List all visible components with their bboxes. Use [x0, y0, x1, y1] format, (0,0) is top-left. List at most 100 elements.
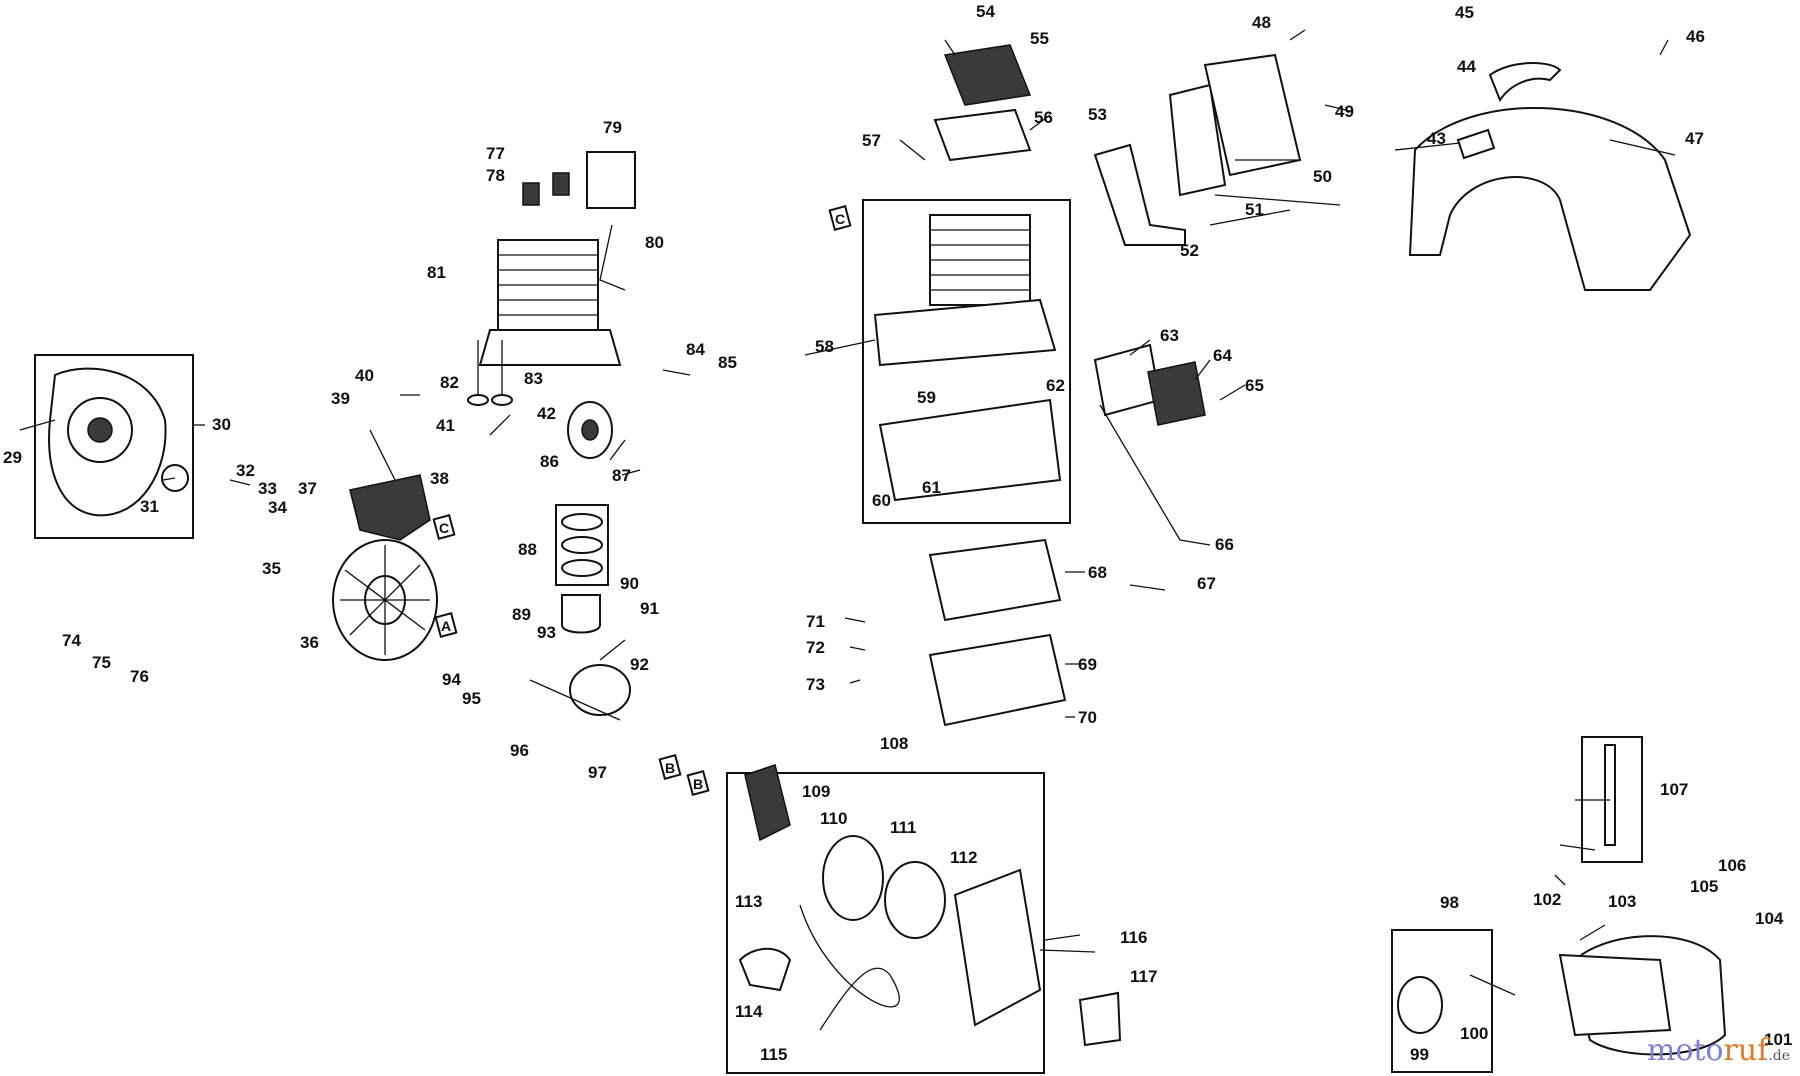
label-75: 75 — [92, 653, 111, 672]
svg-text:C: C — [835, 211, 845, 227]
svg-text:C: C — [439, 520, 449, 536]
cover-handle-44 — [1488, 62, 1562, 103]
label-92: 92 — [630, 655, 649, 674]
label-85: 85 — [718, 353, 737, 372]
label-32: 32 — [236, 461, 255, 480]
site-watermark: motoruf.de — [1647, 1033, 1790, 1068]
rope-115 — [799, 904, 900, 1031]
label-70: 70 — [1078, 708, 1097, 727]
valve-spring-right — [552, 172, 570, 196]
piston-ring-2 — [561, 536, 603, 554]
label-108: 108 — [880, 734, 908, 753]
label-50: 50 — [1313, 167, 1332, 186]
label-37: 37 — [298, 479, 317, 498]
label-83: 83 — [524, 369, 543, 388]
label-96: 96 — [510, 741, 529, 760]
svg-text:A: A — [441, 618, 451, 634]
label-106: 106 — [1718, 856, 1746, 875]
label-66: 66 — [1215, 535, 1234, 554]
label-115: 115 — [760, 1045, 787, 1064]
label-116: 116 — [1120, 928, 1147, 947]
label-63: 63 — [1160, 326, 1179, 345]
label-59: 59 — [917, 388, 936, 407]
valves — [467, 340, 513, 406]
label-43: 43 — [1427, 129, 1446, 148]
label-91: 91 — [640, 599, 659, 618]
label-112: 112 — [950, 848, 977, 867]
label-61: 61 — [922, 478, 941, 497]
valve-spring-left — [522, 182, 540, 206]
label-60: 60 — [872, 491, 891, 510]
label-76: 76 — [130, 667, 149, 686]
label-113: 113 — [735, 892, 762, 911]
label-79: 79 — [603, 118, 622, 137]
ref-letter-b-1: B — [658, 754, 682, 780]
label-58: 58 — [815, 337, 834, 356]
label-68: 68 — [1088, 563, 1107, 582]
piston-ring-1 — [561, 513, 603, 531]
watermark-part-2: ruf — [1723, 1033, 1769, 1068]
crankshaft — [529, 639, 631, 721]
label-114: 114 — [735, 1002, 763, 1021]
ref-letter-a: A — [434, 612, 458, 638]
label-78: 78 — [486, 166, 505, 185]
label-45: 45 — [1455, 3, 1474, 22]
label-89: 89 — [512, 605, 531, 624]
label-82: 82 — [440, 373, 459, 392]
label-40: 40 — [355, 366, 374, 385]
label-71: 71 — [806, 612, 825, 631]
label-48: 48 — [1252, 13, 1271, 32]
label-90: 90 — [620, 574, 639, 593]
flywheel — [332, 539, 438, 661]
label-98: 98 — [1440, 893, 1459, 912]
label-49: 49 — [1335, 102, 1354, 121]
label-62: 62 — [1046, 376, 1065, 395]
crankcase-upper — [873, 214, 1057, 367]
label-29: 29 — [3, 448, 22, 467]
label-44: 44 — [1457, 57, 1476, 76]
label-31: 31 — [140, 497, 159, 516]
label-33: 33 — [258, 479, 277, 498]
label-38: 38 — [430, 469, 449, 488]
label-53: 53 — [1088, 105, 1107, 124]
label-80: 80 — [645, 233, 664, 252]
label-105: 105 — [1690, 877, 1718, 896]
label-86: 86 — [540, 452, 559, 471]
tank-neck — [1558, 953, 1672, 1037]
label-109: 109 — [802, 782, 830, 801]
label-95: 95 — [462, 689, 481, 708]
label-87: 87 — [612, 466, 631, 485]
label-110: 110 — [820, 809, 847, 828]
starter-housing — [953, 868, 1042, 1027]
label-88: 88 — [518, 540, 537, 559]
handle-114 — [738, 947, 792, 992]
plate-64 — [1147, 361, 1206, 426]
fuel-cap-99 — [1397, 976, 1443, 1034]
label-73: 73 — [806, 675, 825, 694]
label-52: 52 — [1180, 241, 1199, 260]
label-51: 51 — [1245, 200, 1264, 219]
label-55: 55 — [1030, 29, 1049, 48]
valve-cover — [943, 44, 1032, 106]
label-36: 36 — [300, 633, 319, 652]
watermark-part-1: moto — [1646, 1033, 1724, 1068]
box-58-crankcase — [862, 199, 1071, 524]
part-labels: 29 30 31 32 33 34 35 36 37 38 39 40 41 4… — [3, 2, 1792, 1064]
label-57: 57 — [862, 131, 881, 150]
dipstick-107 — [1604, 744, 1616, 846]
ref-letter-c-2: C — [432, 514, 456, 540]
label-103: 103 — [1608, 892, 1636, 911]
muffler-bracket-52 — [1093, 143, 1186, 246]
label-56: 56 — [1034, 108, 1053, 127]
label-99: 99 — [1410, 1045, 1429, 1064]
ignition-coil — [349, 474, 431, 541]
label-46: 46 — [1686, 27, 1705, 46]
leader-lines — [19, 29, 1676, 996]
label-93: 93 — [537, 623, 556, 642]
label-67: 67 — [1197, 574, 1216, 593]
label-39: 39 — [331, 389, 350, 408]
ref-letter-b-2: B — [686, 770, 710, 796]
label-107: 107 — [1660, 780, 1688, 799]
piston-ring-3 — [561, 559, 603, 577]
